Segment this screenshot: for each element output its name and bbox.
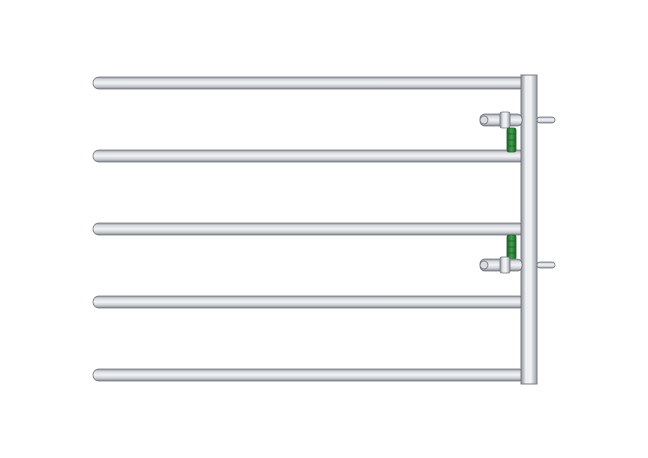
- gate-end-post: [520, 74, 538, 385]
- lower-hinge: [479, 234, 556, 274]
- hinge-bolt-head: [479, 115, 489, 125]
- gate-rail-1: [92, 76, 526, 90]
- hinge-collar: [499, 111, 511, 129]
- hinge-pin: [536, 261, 556, 269]
- gate-rails: [92, 76, 526, 382]
- gate-rail-3: [92, 222, 526, 236]
- hinge-collar: [499, 256, 511, 274]
- hinge-pin: [536, 116, 556, 124]
- upper-hinge: [479, 111, 556, 153]
- gate-rail-2: [92, 149, 526, 163]
- hinge-clip-icon: [506, 234, 517, 260]
- hinge-bolt-head: [479, 260, 489, 270]
- hinge-clip-icon: [506, 127, 517, 153]
- gate-rail-5: [92, 368, 526, 382]
- gate-rail-4: [92, 295, 526, 309]
